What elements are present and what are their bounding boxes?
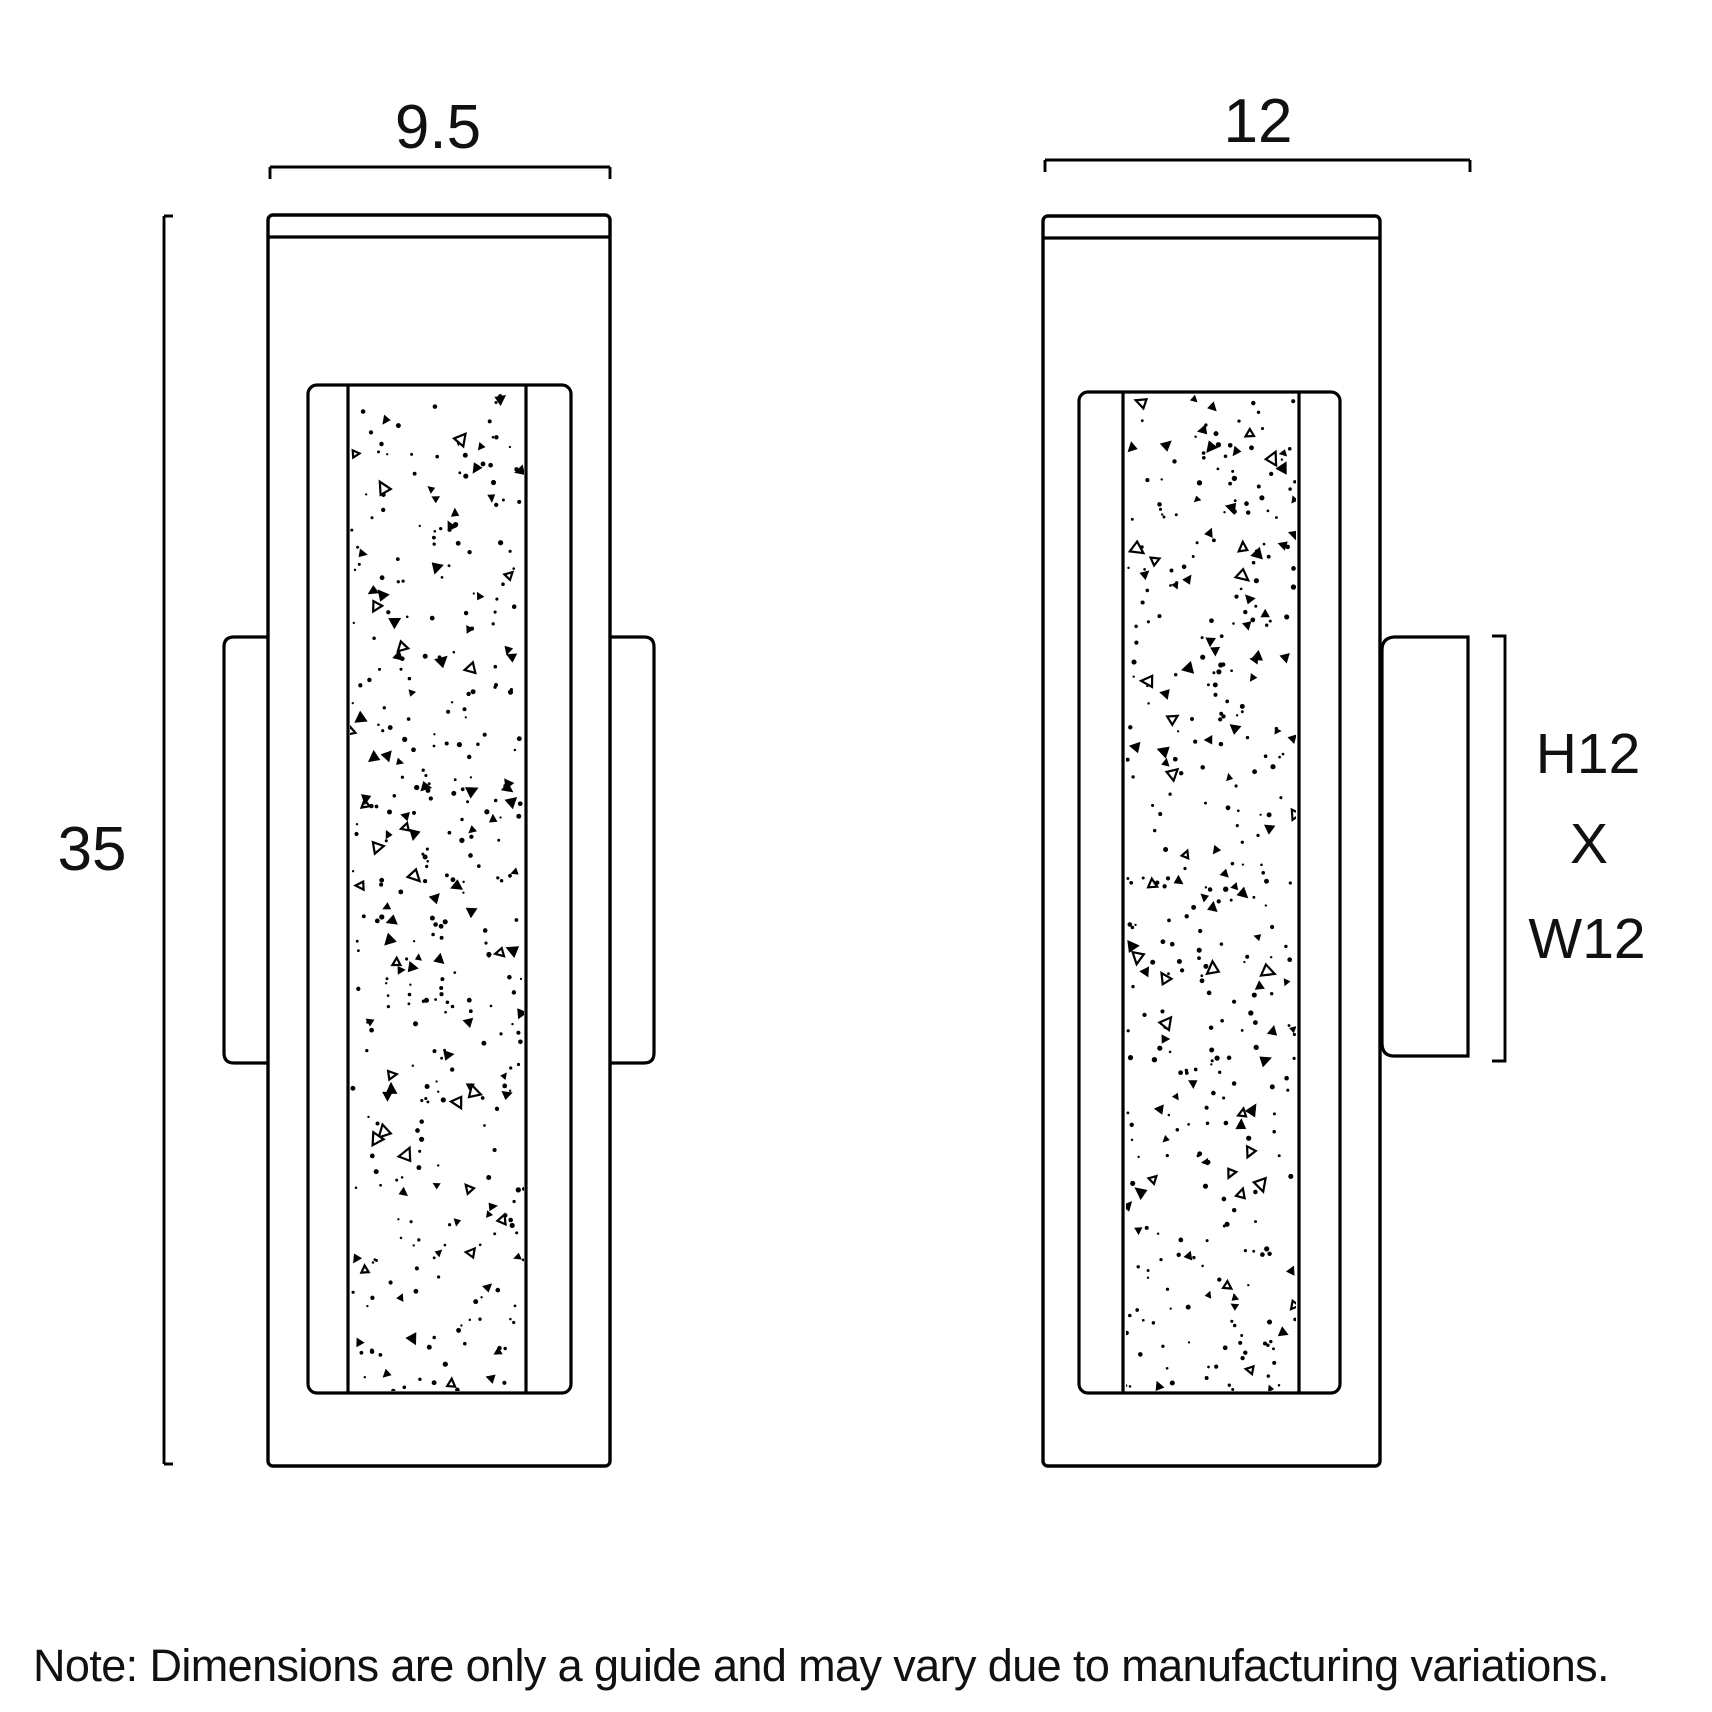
front-seeded-glass-texture	[350, 394, 524, 1391]
side-view: 12 H12 X W12	[1041, 87, 1646, 1468]
side-seeded-glass-texture	[1126, 394, 1296, 1391]
side-width-dimension-label: 12	[1224, 87, 1293, 156]
mount-width-label: W12	[1528, 907, 1645, 971]
side-glass-frame	[1077, 390, 1342, 1395]
mount-height-label: H12	[1536, 722, 1641, 786]
front-mount-bracket-left	[222, 635, 268, 1065]
front-mount-bracket-right	[610, 635, 656, 1065]
front-view: 9.5 35	[58, 93, 656, 1468]
front-height-dimension-label: 35	[58, 815, 127, 884]
mount-x-label: X	[1570, 812, 1608, 876]
front-width-dimension-line	[268, 165, 612, 179]
side-mount-bracket	[1380, 635, 1470, 1058]
mount-dimension-bracket	[1492, 634, 1507, 1063]
footer-note: Note: Dimensions are only a guide and ma…	[33, 1640, 1610, 1691]
front-width-dimension-label: 9.5	[395, 93, 481, 162]
side-width-dimension-line	[1043, 158, 1472, 172]
front-height-dimension-line	[162, 214, 173, 1466]
